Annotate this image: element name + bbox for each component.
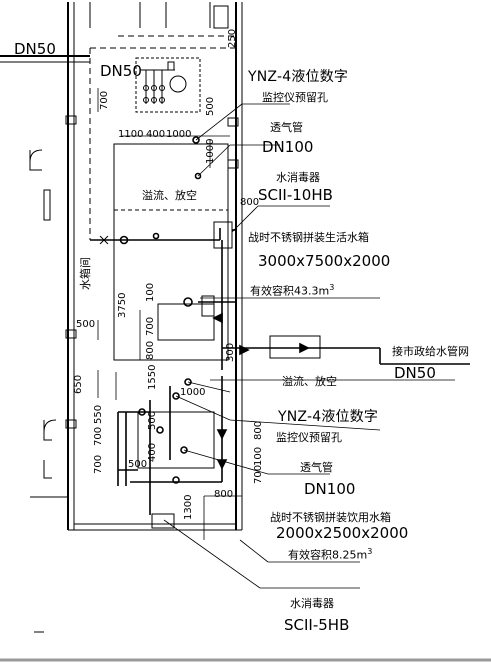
label-dn50-header: DN50 (100, 62, 142, 80)
dim-400: 400 (146, 129, 166, 140)
lower-overflow-label: 溢流、放空 (282, 375, 337, 388)
dim-100: 100 (145, 282, 156, 302)
dim-1000b: 1000 (205, 138, 216, 164)
lower-level-monitor-desc: 监控仪预留孔 (276, 431, 342, 444)
upper-sterilizer-label: 水消毒器 (276, 171, 320, 184)
dim-700b: 700 (145, 316, 156, 336)
dim-1000c: 1000 (180, 387, 206, 398)
dim-300: 300 (225, 342, 236, 362)
lower-vent-label: 透气管 (300, 461, 333, 474)
dim-800b: 800 (145, 340, 156, 360)
lower-sterilizer-model: SCII-5HB (284, 616, 350, 634)
dim-250: 250 (227, 28, 238, 48)
lower-tank-desc: 战时不锈钢拼装饮用水箱 (270, 511, 391, 524)
leader-lines (163, 103, 455, 589)
dim-500d: 500 (128, 459, 148, 470)
label-dn50-top: DN50 (14, 40, 56, 58)
dim-400b: 400 (147, 442, 158, 462)
upper-equipment (135, 57, 201, 113)
upper-vent-label: 透气管 (270, 121, 303, 134)
dim-1550: 1550 (147, 364, 158, 390)
lower-tank-pipes (117, 376, 228, 529)
dim-500c: 500 (147, 410, 158, 430)
dim-700: 700 (99, 90, 110, 110)
upper-level-monitor-model: YNZ-4液位数字 (248, 69, 349, 85)
lower-tank-volume: 有效容积8.25m3 (288, 547, 373, 562)
dim-550: 550 (93, 404, 104, 424)
upper-tank-desc: 战时不锈钢拼装生活水箱 (248, 231, 369, 244)
dim-700d: 700 (93, 426, 104, 446)
dim-700c: 700 (93, 454, 104, 474)
dim-1100: 1100 (118, 129, 144, 140)
dashed-lines (89, 35, 236, 240)
dim-100b: 100 (253, 446, 264, 466)
upper-tank-size: 3000x7500x2000 (258, 252, 391, 270)
dim-1300: 1300 (183, 494, 194, 520)
upper-level-monitor-desc: 监控仪预留孔 (262, 91, 328, 104)
dim-800d: 800 (214, 489, 234, 500)
upper-overflow-label: 溢流、放空 (142, 189, 197, 202)
dim-500a: 500 (205, 96, 216, 116)
dim-1000a: 1000 (166, 129, 192, 140)
dim-650: 650 (73, 374, 84, 394)
walls (29, 2, 243, 633)
room-name: 水箱间 (79, 257, 92, 290)
dim-800c: 800 (253, 420, 264, 440)
city-supply-size: DN50 (394, 364, 436, 382)
upper-tank-volume: 有效容积43.3m3 (250, 283, 335, 298)
upper-tank-outline (113, 143, 229, 361)
upper-vent-size: DN100 (262, 138, 314, 156)
city-supply-label: 接市政给水管网 (392, 345, 469, 358)
dim-500b: 500 (76, 319, 96, 330)
dimension-lines (97, 88, 242, 540)
lower-tank-size: 2000x2500x2000 (276, 524, 409, 542)
lower-sterilizer-label: 水消毒器 (290, 597, 334, 610)
upper-tank-pipes (90, 136, 470, 370)
upper-sterilizer-model: SCII-10HB (258, 186, 333, 204)
lower-level-monitor-model: YNZ-4液位数字 (278, 409, 379, 425)
lower-vent-size: DN100 (304, 480, 356, 498)
dim-3750: 3750 (117, 292, 128, 318)
dim-700e: 700 (253, 464, 264, 484)
dim-800a: 800 (240, 197, 260, 208)
